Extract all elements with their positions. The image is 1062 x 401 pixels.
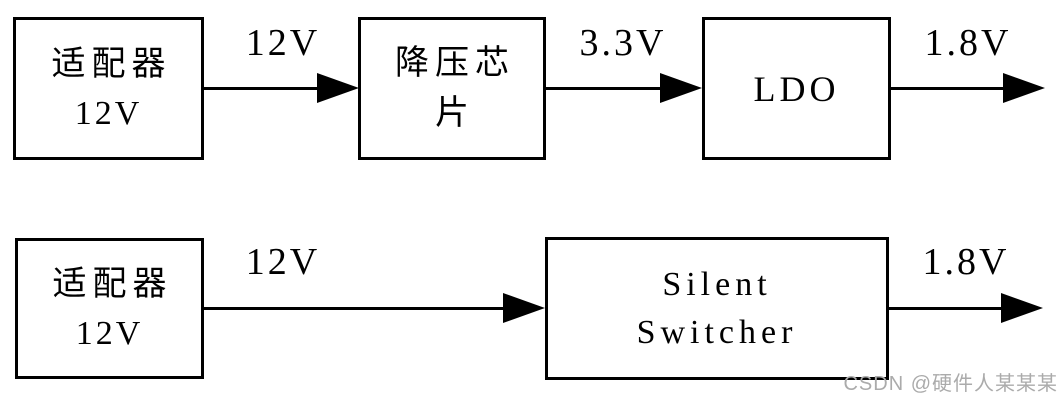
arrow-line-18v-row1 bbox=[890, 87, 1004, 90]
voltage-label-18v-row2: 1.8V bbox=[922, 241, 1010, 283]
arrow-head-icon bbox=[1003, 73, 1045, 103]
arrow-head-icon bbox=[1001, 293, 1043, 323]
block-label-line: 片 bbox=[435, 94, 475, 132]
arrow-head-icon bbox=[660, 73, 702, 103]
block-label-line: 降压芯 bbox=[395, 44, 515, 82]
block-adapter-row1: 适配器 12V bbox=[13, 17, 204, 160]
block-ldo: LDO bbox=[702, 17, 891, 160]
block-adapter-row2: 适配器 12V bbox=[15, 238, 204, 379]
block-label-line: Switcher bbox=[636, 313, 798, 351]
arrow-line-12v-row1 bbox=[203, 87, 319, 90]
block-label-line: Silent bbox=[662, 265, 772, 303]
voltage-label-33v: 3.3V bbox=[579, 22, 667, 64]
block-label-line: LDO bbox=[753, 68, 840, 109]
voltage-label-18v-row1: 1.8V bbox=[924, 22, 1012, 64]
voltage-label-12v-row2: 12V bbox=[245, 241, 321, 283]
arrow-head-icon bbox=[503, 293, 545, 323]
arrow-line-18v-row2 bbox=[888, 307, 1002, 310]
block-label-line: 适配器 bbox=[51, 45, 172, 83]
block-label-line: 12V bbox=[75, 314, 144, 352]
block-label-line: 适配器 bbox=[52, 265, 173, 303]
block-label-line: 12V bbox=[74, 94, 143, 132]
csdn-watermark: CSDN @硬件人某某某 bbox=[843, 373, 1058, 395]
block-buck-converter: 降压芯 片 bbox=[358, 17, 546, 160]
arrow-head-icon bbox=[317, 73, 359, 103]
block-silent-switcher: Silent Switcher bbox=[545, 237, 889, 380]
arrow-line-33v bbox=[545, 87, 661, 90]
arrow-line-12v-row2 bbox=[203, 307, 504, 310]
voltage-label-12v-row1: 12V bbox=[245, 22, 321, 64]
